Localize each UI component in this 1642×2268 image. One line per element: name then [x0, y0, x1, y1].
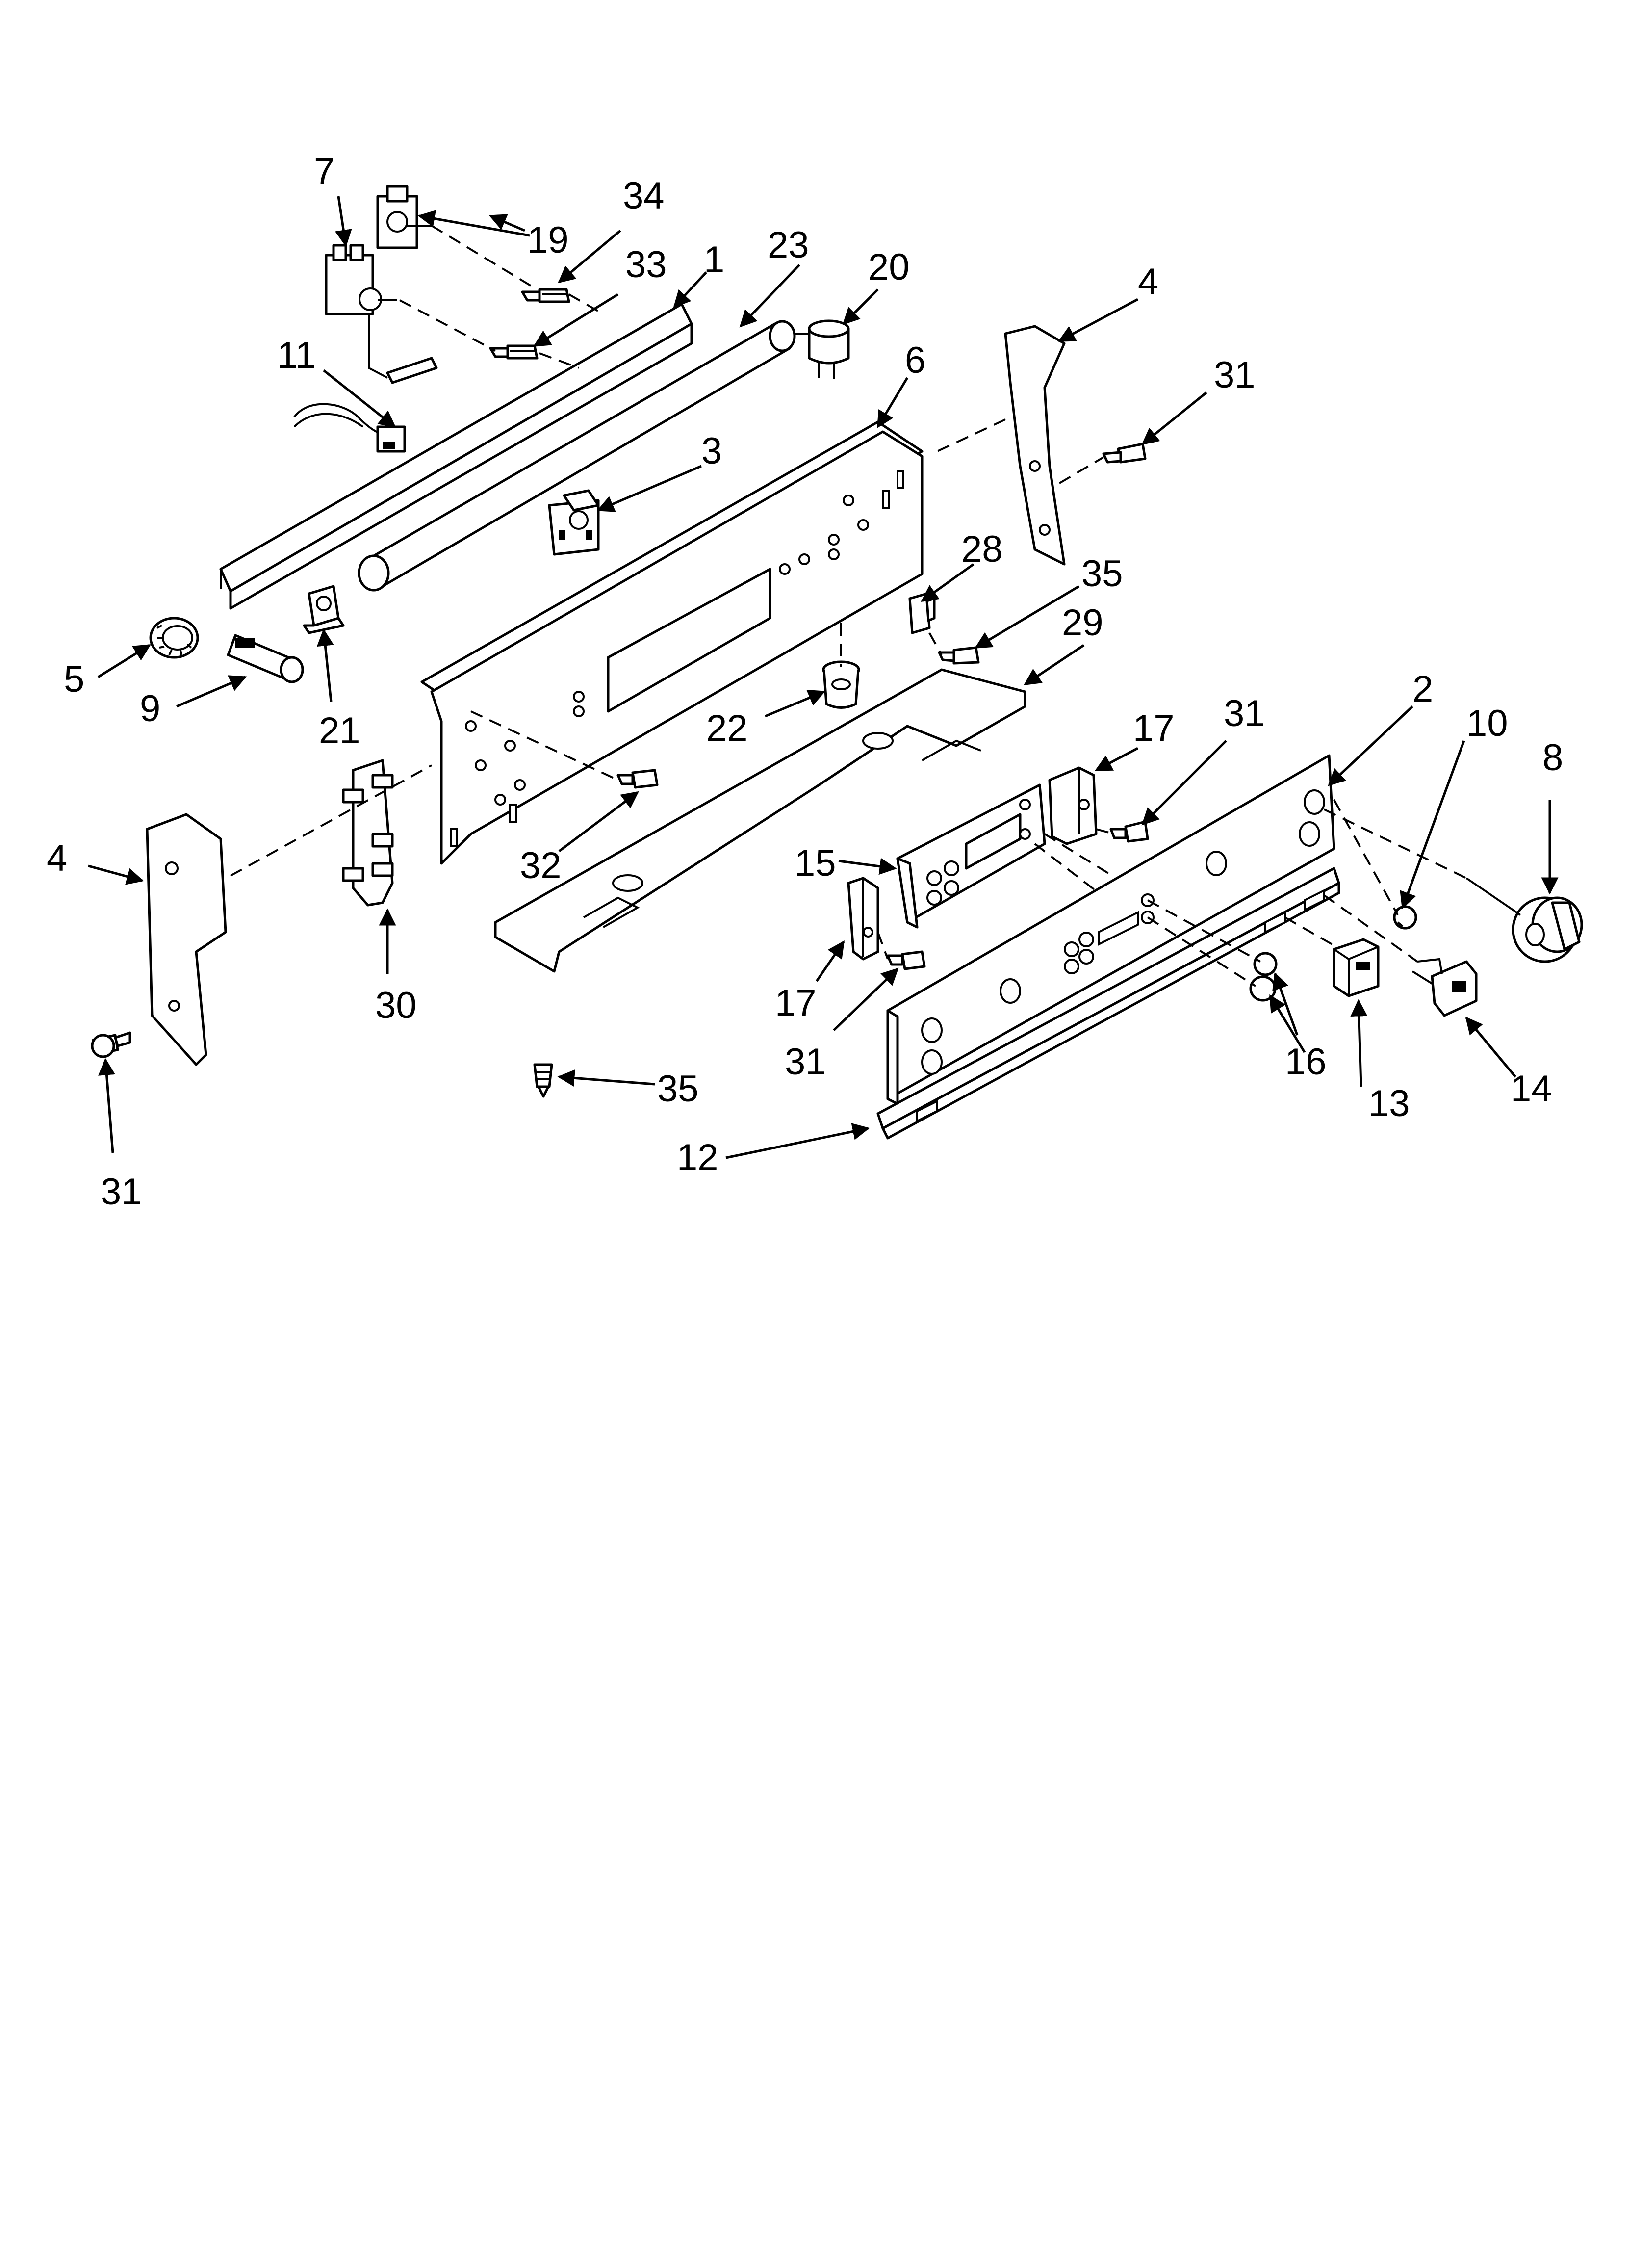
callout-34: 34 — [623, 175, 665, 217]
callout-31-mid: 31 — [1224, 693, 1265, 734]
callout-12: 12 — [677, 1137, 718, 1178]
part-32-screw — [616, 769, 659, 789]
part-31-screw-upper — [1102, 443, 1147, 464]
part-5-gear — [149, 617, 199, 659]
part-3-switch — [548, 489, 600, 556]
assembly-lines — [230, 225, 1521, 987]
callout-20: 20 — [868, 246, 910, 288]
callout-14: 14 — [1511, 1068, 1552, 1110]
callout-35-upper: 35 — [1081, 553, 1123, 595]
part-2-control-panel — [886, 754, 1335, 1105]
part-31-screw-low — [886, 950, 926, 970]
part-11-harness — [293, 403, 406, 453]
callout-23: 23 — [768, 224, 809, 266]
part-1-trim-bar — [219, 303, 693, 610]
callout-31-left: 31 — [101, 1171, 142, 1213]
callout-1: 1 — [704, 239, 724, 281]
part-4-end-cap-right — [1004, 325, 1066, 566]
part-15-keypad-board — [896, 783, 1046, 929]
part-13-switch-box — [1333, 938, 1380, 997]
part-6-backplate — [420, 420, 924, 865]
callout-22: 22 — [706, 707, 748, 749]
callout-19: 19 — [527, 219, 569, 261]
callout-28: 28 — [961, 528, 1003, 570]
part-31-screw-left — [91, 1031, 131, 1058]
part-23-lamp-tube — [358, 320, 814, 592]
callout-4-right: 4 — [1138, 261, 1158, 303]
part-17-bracket-upper — [1048, 766, 1098, 845]
callout-15: 15 — [795, 842, 836, 884]
callout-21: 21 — [319, 710, 360, 752]
callout-2: 2 — [1412, 668, 1433, 710]
callout-30: 30 — [375, 985, 417, 1026]
leader-arrows — [88, 196, 1559, 1159]
part-8-knob — [1512, 896, 1583, 963]
callout-17-upper: 17 — [1133, 707, 1175, 749]
callout-31-low: 31 — [785, 1041, 826, 1083]
callout-35-lower: 35 — [657, 1068, 699, 1110]
part-20-cap — [808, 319, 850, 379]
callout-13: 13 — [1368, 1083, 1410, 1124]
part-22-holder — [822, 660, 860, 709]
callout-9: 9 — [140, 688, 160, 730]
callout-29: 29 — [1062, 602, 1103, 644]
part-35-screw-upper — [938, 646, 980, 665]
part-35-screw-lower — [533, 1063, 553, 1098]
callout-10: 10 — [1466, 703, 1508, 744]
part-16-buttons — [1249, 952, 1278, 1002]
part-31-screw-mid — [1109, 820, 1149, 843]
callout-16: 16 — [1285, 1041, 1327, 1083]
part-7-switch — [325, 244, 438, 384]
callout-3: 3 — [701, 430, 722, 472]
callout-31-upper: 31 — [1214, 354, 1256, 396]
callout-6: 6 — [905, 339, 925, 381]
callout-32: 32 — [520, 845, 562, 886]
callout-5: 5 — [64, 658, 84, 700]
part-9-socket — [227, 634, 304, 683]
part-21-bracket — [303, 585, 345, 634]
part-34-screw — [521, 288, 570, 303]
callout-33: 33 — [625, 244, 667, 286]
part-17-bracket-lower — [847, 877, 879, 961]
callout-labels: 7 34 19 33 1 23 20 4 31 11 6 3 28 35 29 … — [47, 151, 1563, 1213]
part-29-tray — [494, 668, 1026, 973]
part-4-end-cap-left — [146, 813, 227, 1066]
callout-17-lower: 17 — [775, 982, 817, 1024]
part-12-trim-strip — [876, 867, 1340, 1140]
callout-4-left: 4 — [47, 837, 67, 879]
callout-11: 11 — [277, 335, 316, 376]
callout-8: 8 — [1542, 737, 1563, 779]
part-14-connector — [1411, 958, 1478, 1017]
part-10-cap — [1393, 905, 1417, 930]
part-30-terminal-block — [342, 759, 394, 907]
part-33-screw — [489, 344, 539, 360]
callout-7: 7 — [314, 151, 334, 192]
